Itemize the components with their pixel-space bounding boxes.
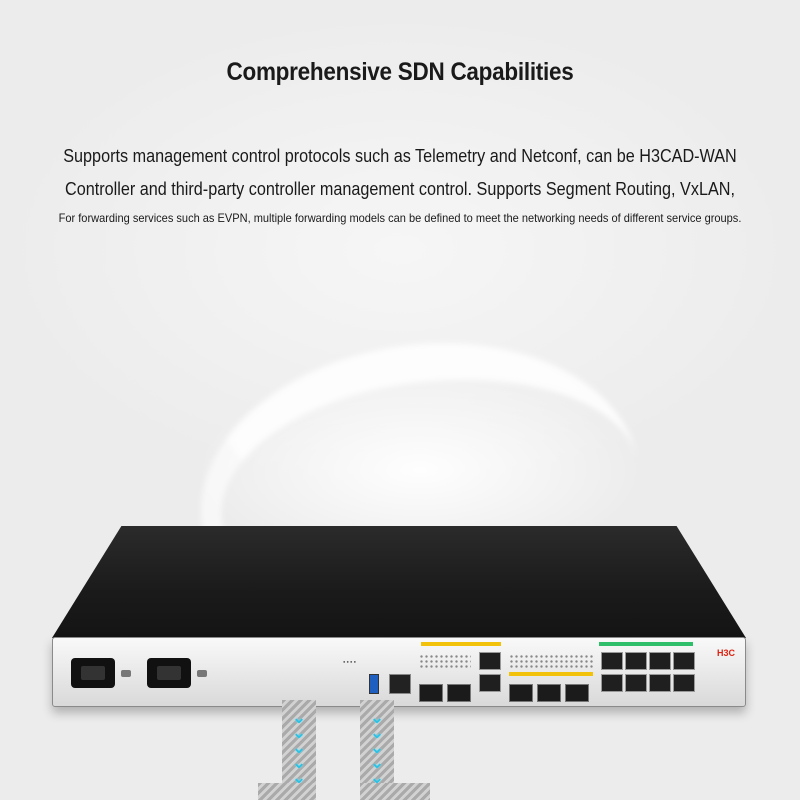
- router-front-panel: ● ● ● ● H3C: [52, 637, 746, 707]
- chevron-down-icon: ⌄: [291, 753, 307, 772]
- ethernet-port-icon: [673, 674, 695, 692]
- ethernet-port-icon: [625, 674, 647, 692]
- sfp-port-icon: [537, 684, 561, 702]
- power-supply-2: [141, 646, 207, 694]
- flow-arrow-column-left: ⌄ ⌄ ⌄ ⌄ ⌄: [282, 700, 316, 800]
- description-line-3: For forwarding services such as EVPN, mu…: [58, 211, 742, 225]
- chevron-down-icon: ⌄: [291, 768, 307, 787]
- chevron-down-icon: ⌄: [369, 708, 385, 727]
- port-group-label-orange-2: [509, 672, 593, 676]
- chevron-down-icon: ⌄: [369, 738, 385, 757]
- power-socket-icon: [147, 658, 191, 688]
- chevron-down-icon: ⌄: [291, 708, 307, 727]
- status-leds: ● ● ● ●: [343, 659, 356, 664]
- chevron-down-icon: ⌄: [291, 738, 307, 757]
- flow-arrow-base-left: [258, 783, 316, 800]
- ethernet-port-icon: [649, 652, 671, 670]
- power-switch: [197, 670, 207, 677]
- brand-logo: H3C: [699, 648, 735, 682]
- power-socket-icon: [71, 658, 115, 688]
- sfp-port-icon: [447, 684, 471, 702]
- vent-grille-right: [509, 654, 593, 670]
- sfp-port-icon: [419, 684, 443, 702]
- page-title: Comprehensive SDN Capabilities: [226, 58, 574, 86]
- description-line-1: Supports management control protocols su…: [63, 146, 737, 166]
- chevron-down-icon: ⌄: [291, 723, 307, 742]
- port-group-label-green: [599, 642, 693, 646]
- brand-logo-text: H3C: [716, 648, 735, 658]
- sfp-port-icon: [509, 684, 533, 702]
- ethernet-port-icon: [649, 674, 671, 692]
- console-port-icon: [389, 674, 411, 694]
- port-group-label-orange: [421, 642, 501, 646]
- flow-arrow-base-right: [360, 783, 430, 800]
- chevron-down-icon: ⌄: [369, 768, 385, 787]
- sfp-port-icon: [565, 684, 589, 702]
- router-chassis-top: [52, 526, 746, 638]
- ethernet-port-icon: [625, 652, 647, 670]
- vent-grille-left: [419, 654, 471, 670]
- description-line-2: Controller and third-party controller ma…: [65, 179, 735, 199]
- ethernet-port-icon: [479, 674, 501, 692]
- power-switch: [121, 670, 131, 677]
- ethernet-port-icon: [601, 674, 623, 692]
- ethernet-port-icon: [601, 652, 623, 670]
- chevron-down-icon: ⌄: [369, 753, 385, 772]
- power-supply-1: [65, 646, 131, 694]
- chevron-down-icon: ⌄: [369, 723, 385, 742]
- ethernet-port-icon: [673, 652, 695, 670]
- ethernet-port-icon: [479, 652, 501, 670]
- usb-port-icon: [369, 674, 379, 694]
